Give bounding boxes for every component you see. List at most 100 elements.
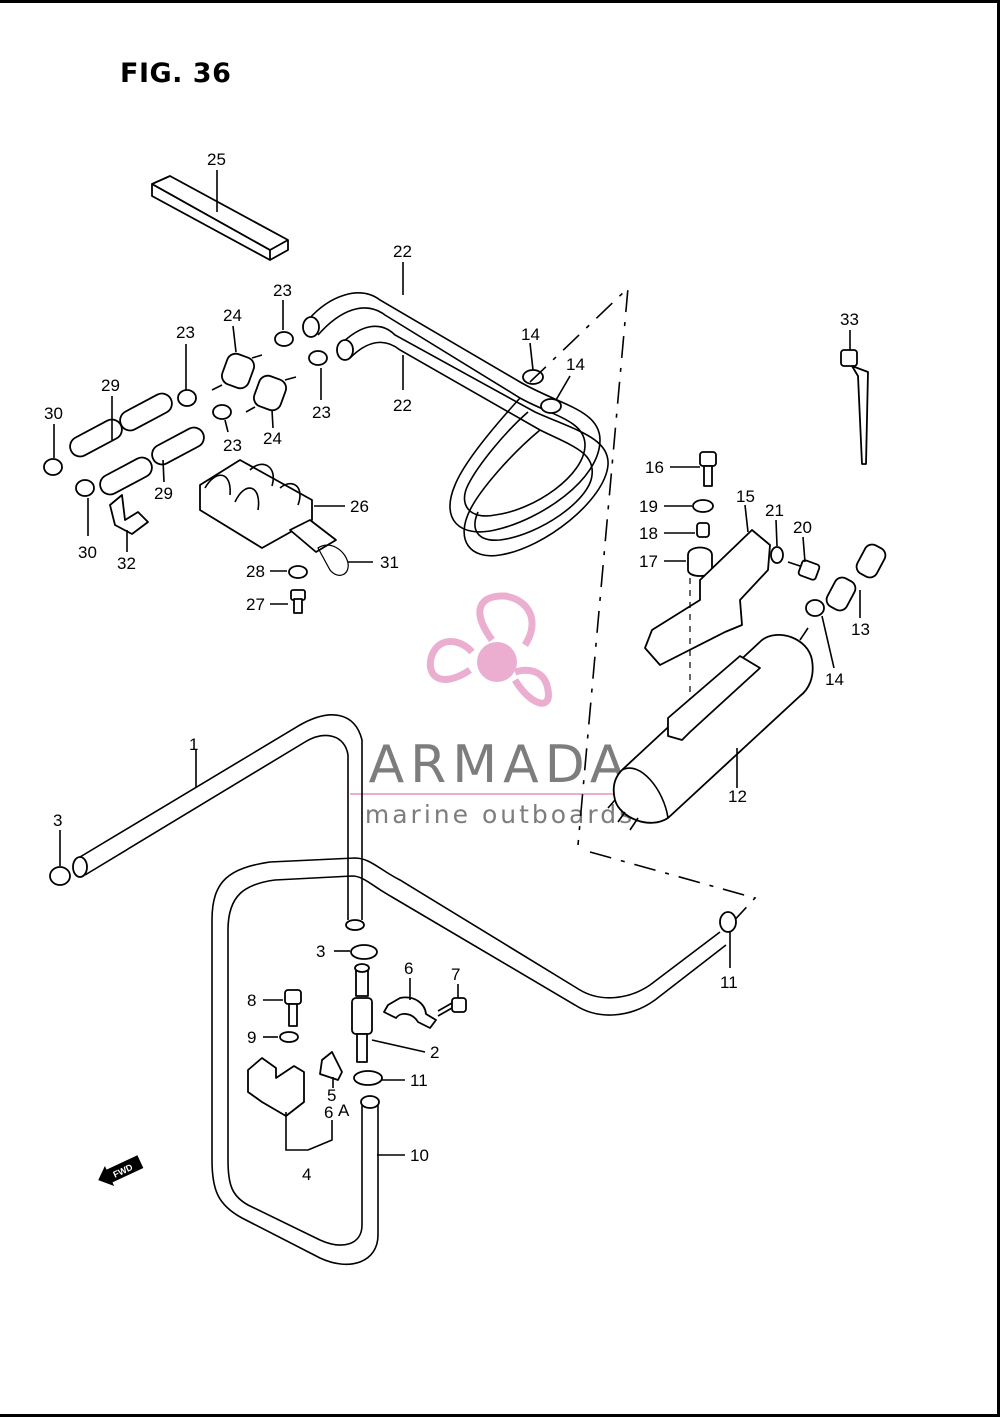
callout-6: 6 [404,959,413,978]
leader-14a [529,342,534,371]
part-21-washer [770,546,784,564]
callout-2: 2 [430,1043,439,1062]
callout-25: 25 [207,150,226,169]
callout-14c: 14 [825,670,844,689]
armada-logo: ARMADA marine outboards [350,592,650,829]
brand-name: ARMADA [369,735,632,795]
part-29-hoses [69,392,205,496]
part-26-holder [199,459,337,553]
propeller-hub [477,642,517,682]
callout-19: 19 [639,497,658,516]
callout-30b: 30 [78,543,97,562]
callout-3a: 3 [53,811,62,830]
part-32-clip [109,494,149,535]
callout-13: 13 [851,620,870,639]
part-14-clamp [522,369,562,414]
callout-18: 18 [639,524,658,543]
fwd-arrow-icon: FWD [98,1155,144,1186]
part-3-clamp [350,944,378,960]
part-15-bracket [644,529,771,666]
callout-12: 12 [728,787,747,806]
part-5-clip [319,1051,343,1081]
part-7-screw [437,997,467,1017]
part-33-tie-strap [840,349,869,465]
part-19-washer [692,499,714,513]
part-14-clamp-right [805,599,825,617]
part-22-hose-loop [302,292,609,557]
callout-23b: 23 [312,403,331,422]
callout-26: 26 [350,497,369,516]
part-25-pad [151,175,289,261]
leader-21 [775,519,778,547]
leader-23d [224,419,229,433]
leader-24a [232,325,237,353]
callout-4: 4 [302,1165,311,1184]
part-30-clamps [43,458,95,497]
callout-20: 20 [793,518,812,537]
leader-15 [744,504,749,533]
callout-22b: 22 [393,396,412,415]
part-16-bolt [699,451,717,487]
callout-11b: 11 [410,1071,428,1090]
top-border [0,0,1000,3]
part-8-bolt [284,989,302,1027]
leader-29b [162,459,165,483]
part-13-hoses [825,543,887,612]
part-23-clamps [177,331,328,420]
part-9-washer [279,1031,299,1043]
part-10-hose [211,857,727,1266]
callout-23d: 23 [223,436,242,455]
callout-33: 33 [840,310,859,329]
callout-1: 1 [189,735,198,754]
part-2-joint [351,963,373,1063]
leader-14c [821,615,835,669]
callout-23a: 23 [273,281,292,300]
callout-3b: 3 [316,942,325,961]
part-11-clamp [353,1070,383,1086]
leader-4 [285,1112,333,1151]
callout-11a: 11 [720,973,738,992]
callout-32: 32 [117,554,136,573]
callout-10: 10 [410,1146,429,1165]
callout-14a: 14 [521,325,540,344]
callout-24b: 24 [263,429,282,448]
callout-27: 27 [246,595,265,614]
callout-31: 31 [380,553,399,572]
part-24-filters [211,352,297,413]
leader-20 [802,536,806,563]
callout-30a: 30 [44,404,63,423]
part-27-bolt [290,589,306,614]
part-31-loop [317,544,349,576]
callout-9: 9 [247,1028,256,1047]
callout-15: 15 [736,487,755,506]
part-18-collar [696,522,710,538]
callout-28: 28 [246,562,265,581]
part-12-canister [607,627,814,831]
callout-6A: 6 [324,1103,333,1122]
propeller-icon [426,592,552,707]
callout-8: 8 [247,991,256,1010]
brand-tagline: marine outboards [365,800,635,829]
callout-29a: 29 [101,376,120,395]
callout-24a: 24 [223,306,242,325]
reference-line-a [529,285,629,846]
part-1-hose [72,714,365,931]
part-28-nut [288,565,308,579]
callout-7: 7 [451,965,460,984]
callout-6A-suffix: A [338,1101,350,1120]
callout-29b: 29 [154,484,173,503]
leader-2 [371,1039,426,1053]
callout-17: 17 [639,552,658,571]
part-11-clamp-right [719,911,737,933]
callout-16: 16 [645,458,664,477]
part-3-clamp-left [49,866,71,886]
callout-22a: 22 [393,242,412,261]
reference-line-b [589,851,757,926]
callout-14b: 14 [566,355,585,374]
callout-5: 5 [327,1086,336,1105]
callout-23c: 23 [176,323,195,342]
callout-21: 21 [765,501,784,520]
